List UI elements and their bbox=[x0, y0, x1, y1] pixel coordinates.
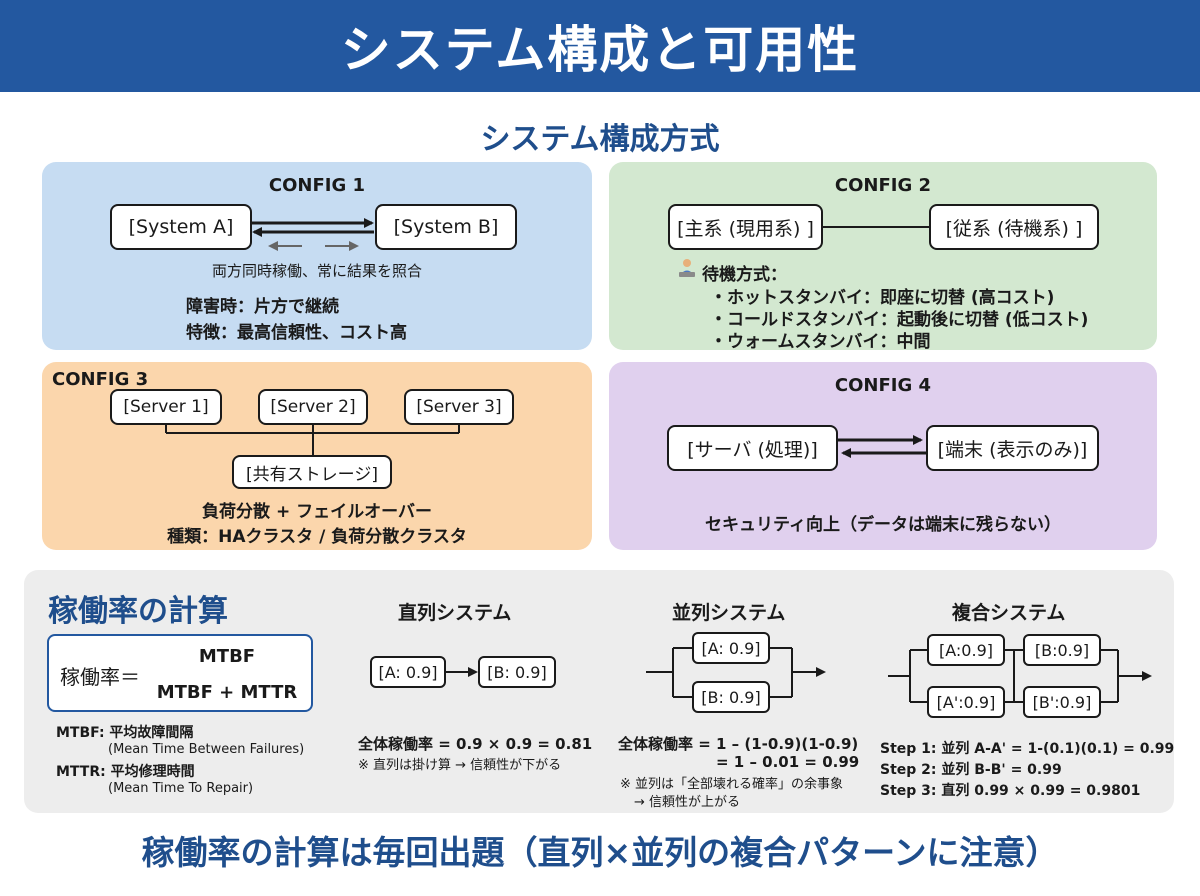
config1-title: CONFIG 1 bbox=[268, 175, 366, 196]
formula-denominator: MTBF + MTTR bbox=[156, 682, 298, 703]
config3-line2: 種類：HAクラスタ / 負荷分散クラスタ bbox=[167, 527, 467, 547]
footer-note: 稼働率の計算は毎回出題（直列×並列の複合パターンに注意） bbox=[141, 833, 1059, 872]
config1-panel bbox=[42, 162, 592, 350]
config1-arrows bbox=[252, 218, 374, 251]
mttr-english: (Mean Time To Repair) bbox=[108, 781, 254, 796]
shared-storage-box: [共有ストレージ] bbox=[232, 455, 392, 489]
config1-caption: 両方同時稼働、常に結果を照合 bbox=[211, 262, 422, 280]
header-bar: システム構成と可用性 bbox=[0, 0, 1200, 92]
parallel-a-box: [A: 0.9] bbox=[692, 632, 770, 664]
composite-b-box: [B:0.9] bbox=[1023, 634, 1101, 666]
system-a-box: [System A] bbox=[110, 204, 252, 250]
composite-a-prime-box: [A':0.9] bbox=[927, 686, 1005, 718]
parallel-lines bbox=[646, 647, 793, 698]
formula-lhs: 稼働率＝ bbox=[60, 665, 140, 689]
config3-tree bbox=[165, 425, 460, 455]
config3-line1: 負荷分散 + フェイルオーバー bbox=[202, 502, 432, 522]
mtbf-label: MTBF: 平均故障間隔 bbox=[56, 725, 194, 741]
series-formula: 全体稼働率 = 0.9 × 0.9 = 0.81 bbox=[358, 735, 593, 753]
server-3-box: [Server 3] bbox=[404, 389, 514, 425]
config4-arrows bbox=[838, 435, 926, 458]
config4-caption: セキュリティ向上（データは端末に残らない） bbox=[705, 515, 1061, 535]
mttr-label: MTTR: 平均修理時間 bbox=[56, 764, 195, 780]
config2-panel bbox=[609, 162, 1157, 350]
standby-label: 待機方式： bbox=[702, 265, 787, 285]
series-title: 直列システム bbox=[398, 602, 512, 624]
formula-numerator: MTBF bbox=[198, 646, 256, 667]
parallel-title: 並列システム bbox=[672, 602, 786, 624]
standby-system-box: [従系 (待機系) ] bbox=[929, 204, 1099, 250]
standby-item-cold: ・コールドスタンバイ：起動後に切替 (低コスト) bbox=[710, 310, 1089, 330]
parallel-formula-line1: 全体稼働率 = 1 – (1-0.9)(1-0.9) bbox=[618, 735, 859, 753]
composite-step1: Step 1: 並列 A-A' = 1-(0.1)(0.1) = 0.99 bbox=[880, 741, 1175, 757]
series-b-box: [B: 0.9] bbox=[478, 656, 556, 688]
server-process-box: [サーバ (処理)] bbox=[667, 425, 838, 471]
standby-item-hot: ・ホットスタンバイ：即座に切替 (高コスト) bbox=[710, 288, 1055, 308]
section-title: システム構成方式 bbox=[480, 122, 720, 157]
config2-title: CONFIG 2 bbox=[834, 175, 932, 196]
main-system-box: [主系 (現用系) ] bbox=[668, 204, 823, 250]
server-1-box: [Server 1] bbox=[110, 389, 222, 425]
parallel-formula-line2: = 1 – 0.01 = 0.99 bbox=[716, 753, 860, 771]
parallel-note-line1: ※ 並列は「全部壊れる確率」の余事象 bbox=[620, 777, 844, 792]
series-note: ※ 直列は掛け算 → 信頼性が下がる bbox=[358, 758, 562, 773]
config1-line2: 特徴：最高信頼性、コスト高 bbox=[186, 323, 407, 343]
parallel-note-line2: → 信頼性が上がる bbox=[634, 795, 741, 810]
composite-step2: Step 2: 並列 B-B' = 0.99 bbox=[880, 762, 1062, 778]
system-b-box: [System B] bbox=[375, 204, 517, 250]
composite-a-box: [A:0.9] bbox=[927, 634, 1005, 666]
calc-title: 稼働率の計算 bbox=[48, 594, 228, 629]
standby-item-warm: ・ウォームスタンバイ：中間 bbox=[710, 332, 931, 352]
page-title: システム構成と可用性 bbox=[340, 21, 860, 79]
composite-step3: Step 3: 直列 0.99 × 0.99 = 0.9801 bbox=[880, 783, 1141, 799]
composite-b-prime-box: [B':0.9] bbox=[1023, 686, 1101, 718]
composite-title: 複合システム bbox=[952, 602, 1066, 624]
parallel-b-box: [B: 0.9] bbox=[692, 681, 770, 713]
mtbf-english: (Mean Time Between Failures) bbox=[108, 742, 305, 757]
config3-title: CONFIG 3 bbox=[52, 369, 149, 390]
server-2-box: [Server 2] bbox=[258, 389, 368, 425]
config4-title: CONFIG 4 bbox=[834, 375, 932, 396]
terminal-display-box: [端末 (表示のみ)] bbox=[926, 425, 1099, 471]
series-a-box: [A: 0.9] bbox=[370, 656, 446, 688]
person-at-computer-icon bbox=[676, 257, 698, 279]
formula-box bbox=[47, 634, 313, 712]
config1-line1: 障害時：片方で継続 bbox=[186, 297, 339, 317]
